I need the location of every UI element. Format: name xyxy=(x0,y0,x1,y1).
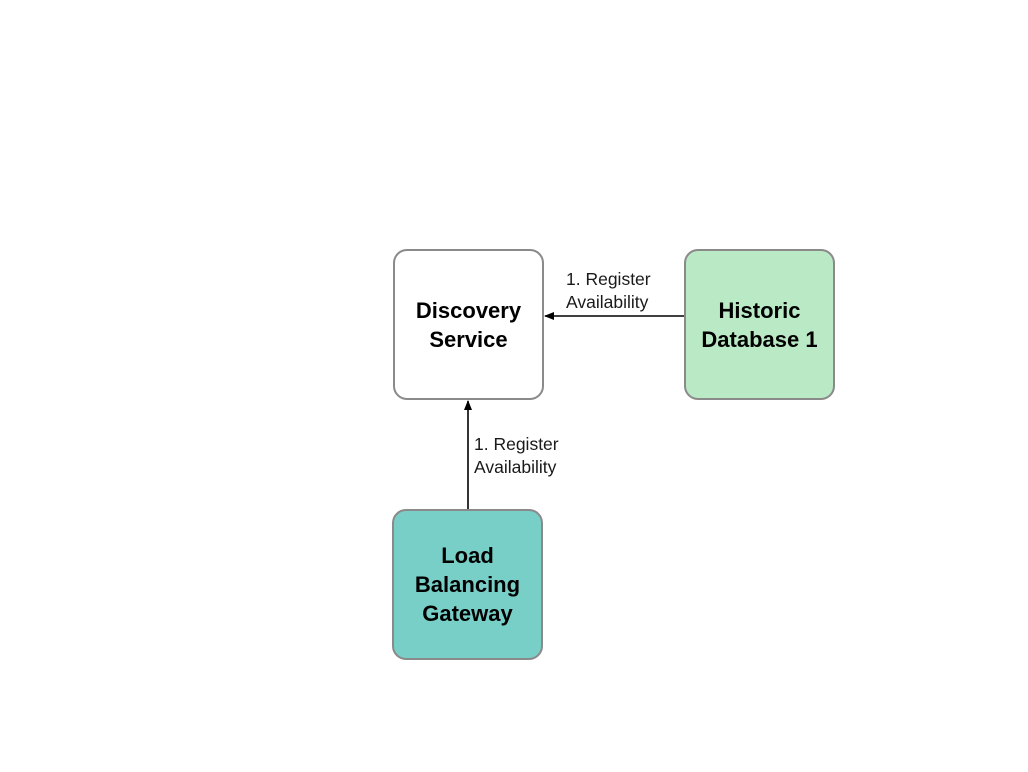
edge-label-gateway-register: 1. Register Availability xyxy=(474,434,559,477)
load-balancing-gateway-node[interactable]: Load Balancing Gateway xyxy=(392,509,543,660)
historic-database-node[interactable]: Historic Database 1 xyxy=(684,249,835,400)
discovery-service-node[interactable]: Discovery Service xyxy=(393,249,544,400)
edge-label-historic-register: 1. Register Availability xyxy=(566,269,651,312)
